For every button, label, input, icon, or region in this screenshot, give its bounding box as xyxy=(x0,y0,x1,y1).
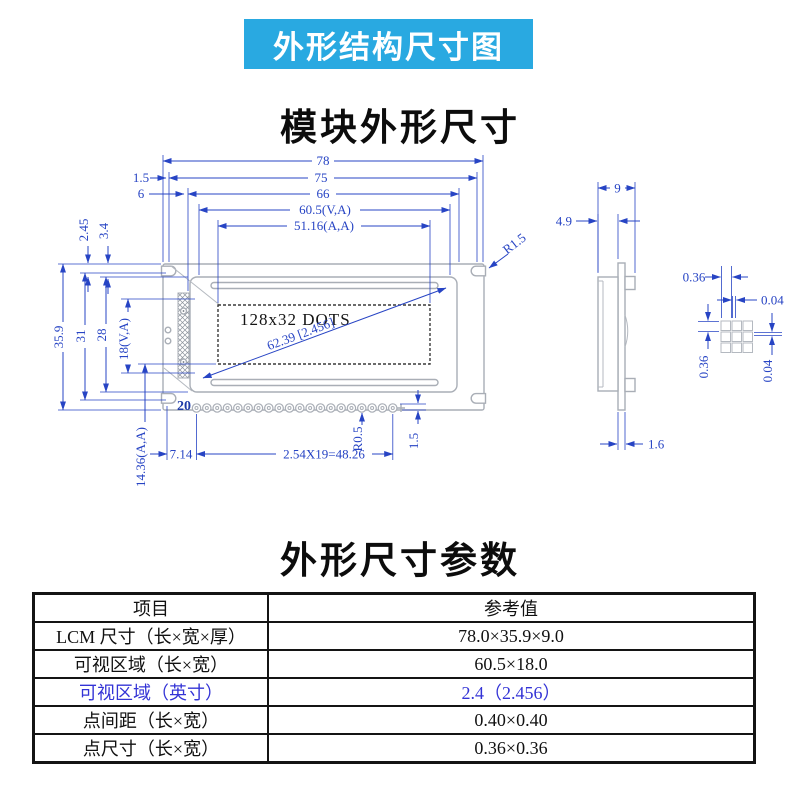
bezel-slot-bottom xyxy=(210,378,439,387)
dim-pin-pitch: 2.54X19=48.26 xyxy=(283,447,365,462)
dim-pin-radius: R0.5 xyxy=(350,427,365,452)
dim-dot-height: 0.36 xyxy=(696,355,711,378)
table-header-row: 项目 参考值 xyxy=(32,592,756,623)
module-front-view: 128x32 DOTS xyxy=(160,263,487,413)
pin-row xyxy=(191,403,398,413)
lcd-profile xyxy=(597,276,619,392)
dim-height-va: 18(V,A) xyxy=(116,318,131,360)
dim-height-28: 28 xyxy=(94,329,109,342)
hole xyxy=(164,337,172,345)
table-row: 点尺寸（长×宽） 0.36×0.36 xyxy=(32,733,756,764)
spec-label: LCM 尺寸（长×宽×厚） xyxy=(32,621,269,651)
banner-title: 外形结构尺寸图 xyxy=(273,29,504,65)
dim-height-aa: 14.36(A,A) xyxy=(133,427,148,487)
dim-width-66: 66 xyxy=(317,186,331,201)
dim-width-aa: 51.16(A,A) xyxy=(294,218,354,233)
spec-label: 点尺寸（长×宽） xyxy=(32,733,269,764)
spec-value: 60.5×18.0 xyxy=(267,649,756,679)
notch-top-right xyxy=(470,265,487,277)
dim-pin-offset: 7.14 xyxy=(170,447,193,462)
spec-label: 点间距（长×宽） xyxy=(32,705,269,735)
notch-bottom-right xyxy=(470,392,487,404)
front-view-dimensions: 78 1.5 75 6 66 60.5(V,A) 51.16(A,A) xyxy=(51,153,529,487)
dim-width-75: 75 xyxy=(315,170,328,185)
table-row: LCM 尺寸（长×宽×厚） 78.0×35.9×9.0 xyxy=(32,621,756,651)
dim-dot-gap-v: 0.04 xyxy=(760,359,775,382)
dim-offset-1-5: 1.5 xyxy=(133,170,149,185)
pcb-profile xyxy=(617,262,626,411)
dim-depth-lcd: 4.9 xyxy=(556,214,572,229)
dim-pin-edge: 1.5 xyxy=(406,433,421,449)
dim-notch-3-4: 3.4 xyxy=(96,222,111,239)
spec-value: 2.4（2.456） xyxy=(267,677,756,707)
section-title-outline-params: 外形尺寸参数 xyxy=(280,540,520,581)
pin-end-mark xyxy=(397,404,405,412)
dim-corner-radius: R1.5 xyxy=(500,230,529,257)
column-header-item: 项目 xyxy=(32,592,269,623)
dimension-drawing: 128x32 DOTS 78 1.5 75 6 xyxy=(51,153,784,487)
notch-bottom-left xyxy=(160,392,177,404)
spec-label: 可视区域（英寸） xyxy=(32,677,269,707)
dim-depth-total: 9 xyxy=(614,181,621,196)
spec-label: 可视区域（长×宽） xyxy=(32,649,269,679)
spec-value: 0.36×0.36 xyxy=(267,733,756,764)
spec-value: 0.40×0.40 xyxy=(267,705,756,735)
dim-dot-gap-h: 0.04 xyxy=(761,293,784,308)
section-title-module-outline: 模块外形尺寸 xyxy=(280,107,520,148)
dim-height-total: 35.9 xyxy=(51,326,66,349)
pin-count-label: 20 xyxy=(177,399,191,414)
dim-pcb-thickness: 1.6 xyxy=(648,437,665,452)
spec-table: 项目 参考值 LCM 尺寸（长×宽×厚） 78.0×35.9×9.0 可视区域（… xyxy=(32,592,756,764)
spec-value: 78.0×35.9×9.0 xyxy=(267,621,756,651)
module-side-view: 9 4.9 1.6 xyxy=(556,181,665,452)
dim-height-31: 31 xyxy=(73,330,88,343)
dim-offset-6: 6 xyxy=(138,186,145,201)
bezel-slot-top xyxy=(210,281,439,290)
dim-width-total: 78 xyxy=(317,153,330,168)
page-banner: 外形结构尺寸图 xyxy=(244,19,533,69)
hatch-strip xyxy=(177,292,190,379)
column-header-value: 参考值 xyxy=(267,592,756,623)
dot-grid-detail: 0.36 0.04 0.36 0.04 xyxy=(683,266,784,382)
table-row: 点间距（长×宽） 0.40×0.40 xyxy=(32,705,756,735)
table-row: 可视区域（英寸） 2.4（2.456） xyxy=(32,677,756,707)
hole xyxy=(164,326,172,334)
dim-dot-width: 0.36 xyxy=(683,270,706,285)
table-row: 可视区域（长×宽） 60.5×18.0 xyxy=(32,649,756,679)
dim-notch-2-45: 2.45 xyxy=(76,219,91,242)
dim-width-va: 60.5(V,A) xyxy=(299,202,351,217)
